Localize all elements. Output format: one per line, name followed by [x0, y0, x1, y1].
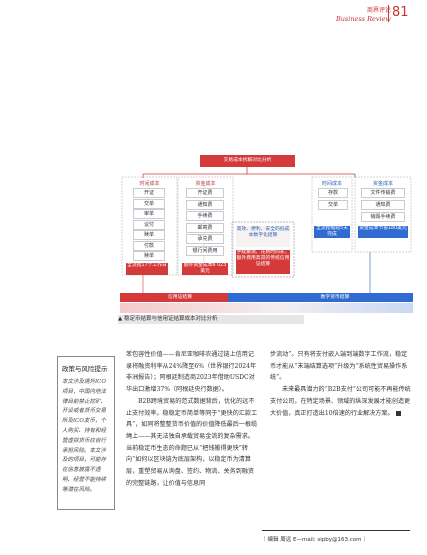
text-column-2: 步流动”。只有将支付嵌入端到端数字工作流，稳定币才能从“末端结算选项”升级为“系… — [270, 349, 412, 419]
figure-caption: ▲ 稳定币结算与信用证结算成本对比分析 — [118, 315, 304, 324]
right-money-total: 资金成本节省180美元 — [358, 226, 408, 238]
diagram-title: 交易成本拆解对比分析 — [200, 157, 295, 164]
header-divider — [388, 5, 389, 22]
left-money-item: 开证费 — [186, 188, 224, 198]
left-money-item: 邮寄费 — [186, 222, 224, 233]
left-money-item: 银行间费用 — [186, 245, 224, 256]
right-time-item: 交单 — [318, 200, 348, 210]
right-time-item: 存款 — [318, 188, 348, 198]
right-time-header: 时间成本 — [321, 181, 342, 187]
left-time-item: 议付 — [133, 219, 165, 230]
editor-footer: ｜编辑 周远 E—mail: sipby@163.com｜ — [262, 530, 410, 543]
left-money-item: 手续费 — [186, 211, 224, 221]
left-time-item: 审单 — [133, 209, 165, 219]
right-money-header: 资金成本 — [372, 181, 393, 187]
left-time-item: 交单 — [133, 198, 165, 209]
left-money-item: 通知费 — [186, 199, 224, 210]
col2-paragraph-2-text: 未来最具潜力的“B2B支付”公司可能不再能传统支付公司，在特定场景、领域的纵深发… — [270, 386, 411, 417]
policy-risk-title: 政策与风险提示 — [62, 365, 108, 373]
right-time-total: 全流程缩短5天完成 — [314, 226, 350, 238]
col1-paragraph-2: B2B跨境贸易的范式数据背后，优化的远不止支付效率。稳稳定币简单等同于“更快的汇… — [126, 397, 258, 487]
diagram-lines — [120, 155, 413, 313]
left-time-item: 开证 — [133, 188, 165, 198]
center-lc-settlement: 手续繁琐、花费时间长、额外费用高昂的传统信用证结算 — [236, 250, 290, 274]
left-time-total: 全流程17个工作日 — [126, 263, 168, 275]
end-mark-icon — [395, 410, 401, 416]
page-number: 81 — [392, 5, 409, 20]
bottom-lc-label: 信用证结算 — [168, 295, 192, 300]
col2-paragraph-2: 未来最具潜力的“B2B支付”公司可能不再能传统支付公司，在特定场景、领域的纵深发… — [270, 384, 412, 419]
text-column-1: 苯包容性价值——肯尼亚咖啡农通过链上信用记录将融资利率从24%降至6%（世界银行… — [126, 349, 258, 489]
policy-risk-box — [57, 356, 115, 510]
left-money-item: 承兑费 — [186, 234, 224, 244]
left-time-item: 付款 — [133, 240, 165, 251]
magazine-name-en: Business Review — [335, 15, 391, 23]
policy-risk-body: 本文涉及境外ICO项目，中国内地法律目前禁止挖矿、开设或者货币交易所及ICO发币… — [62, 379, 107, 493]
col2-paragraph-1: 步流动”。只有将支付嵌入端到端数字工作流，稳定币才能从“末端结算选项”升级为“系… — [270, 351, 408, 382]
magazine-name-cn: 商界评论 — [366, 7, 391, 14]
bottom-digital-label: 数字货币结算 — [320, 295, 350, 300]
left-money-header: 资金成本 — [195, 181, 216, 187]
right-money-item: 文件传输费 — [361, 188, 405, 198]
left-money-total: 额外资金成本6 023美元 — [182, 263, 228, 275]
center-digital-settlement: 高效、便利、安全的低成本数字化结算 — [236, 226, 290, 247]
right-money-item: 通知费 — [361, 200, 405, 210]
right-money-item: 销毁手续费 — [361, 212, 405, 222]
col1-paragraph-1: 苯包容性价值——肯尼亚咖啡农通过链上信用记录将融资利率从24%降至6%（世界银行… — [126, 351, 257, 394]
left-time-header: 时间成本 — [139, 181, 160, 187]
left-time-item: 赎单 — [133, 251, 165, 261]
left-time-item: 赎单 — [133, 230, 165, 240]
